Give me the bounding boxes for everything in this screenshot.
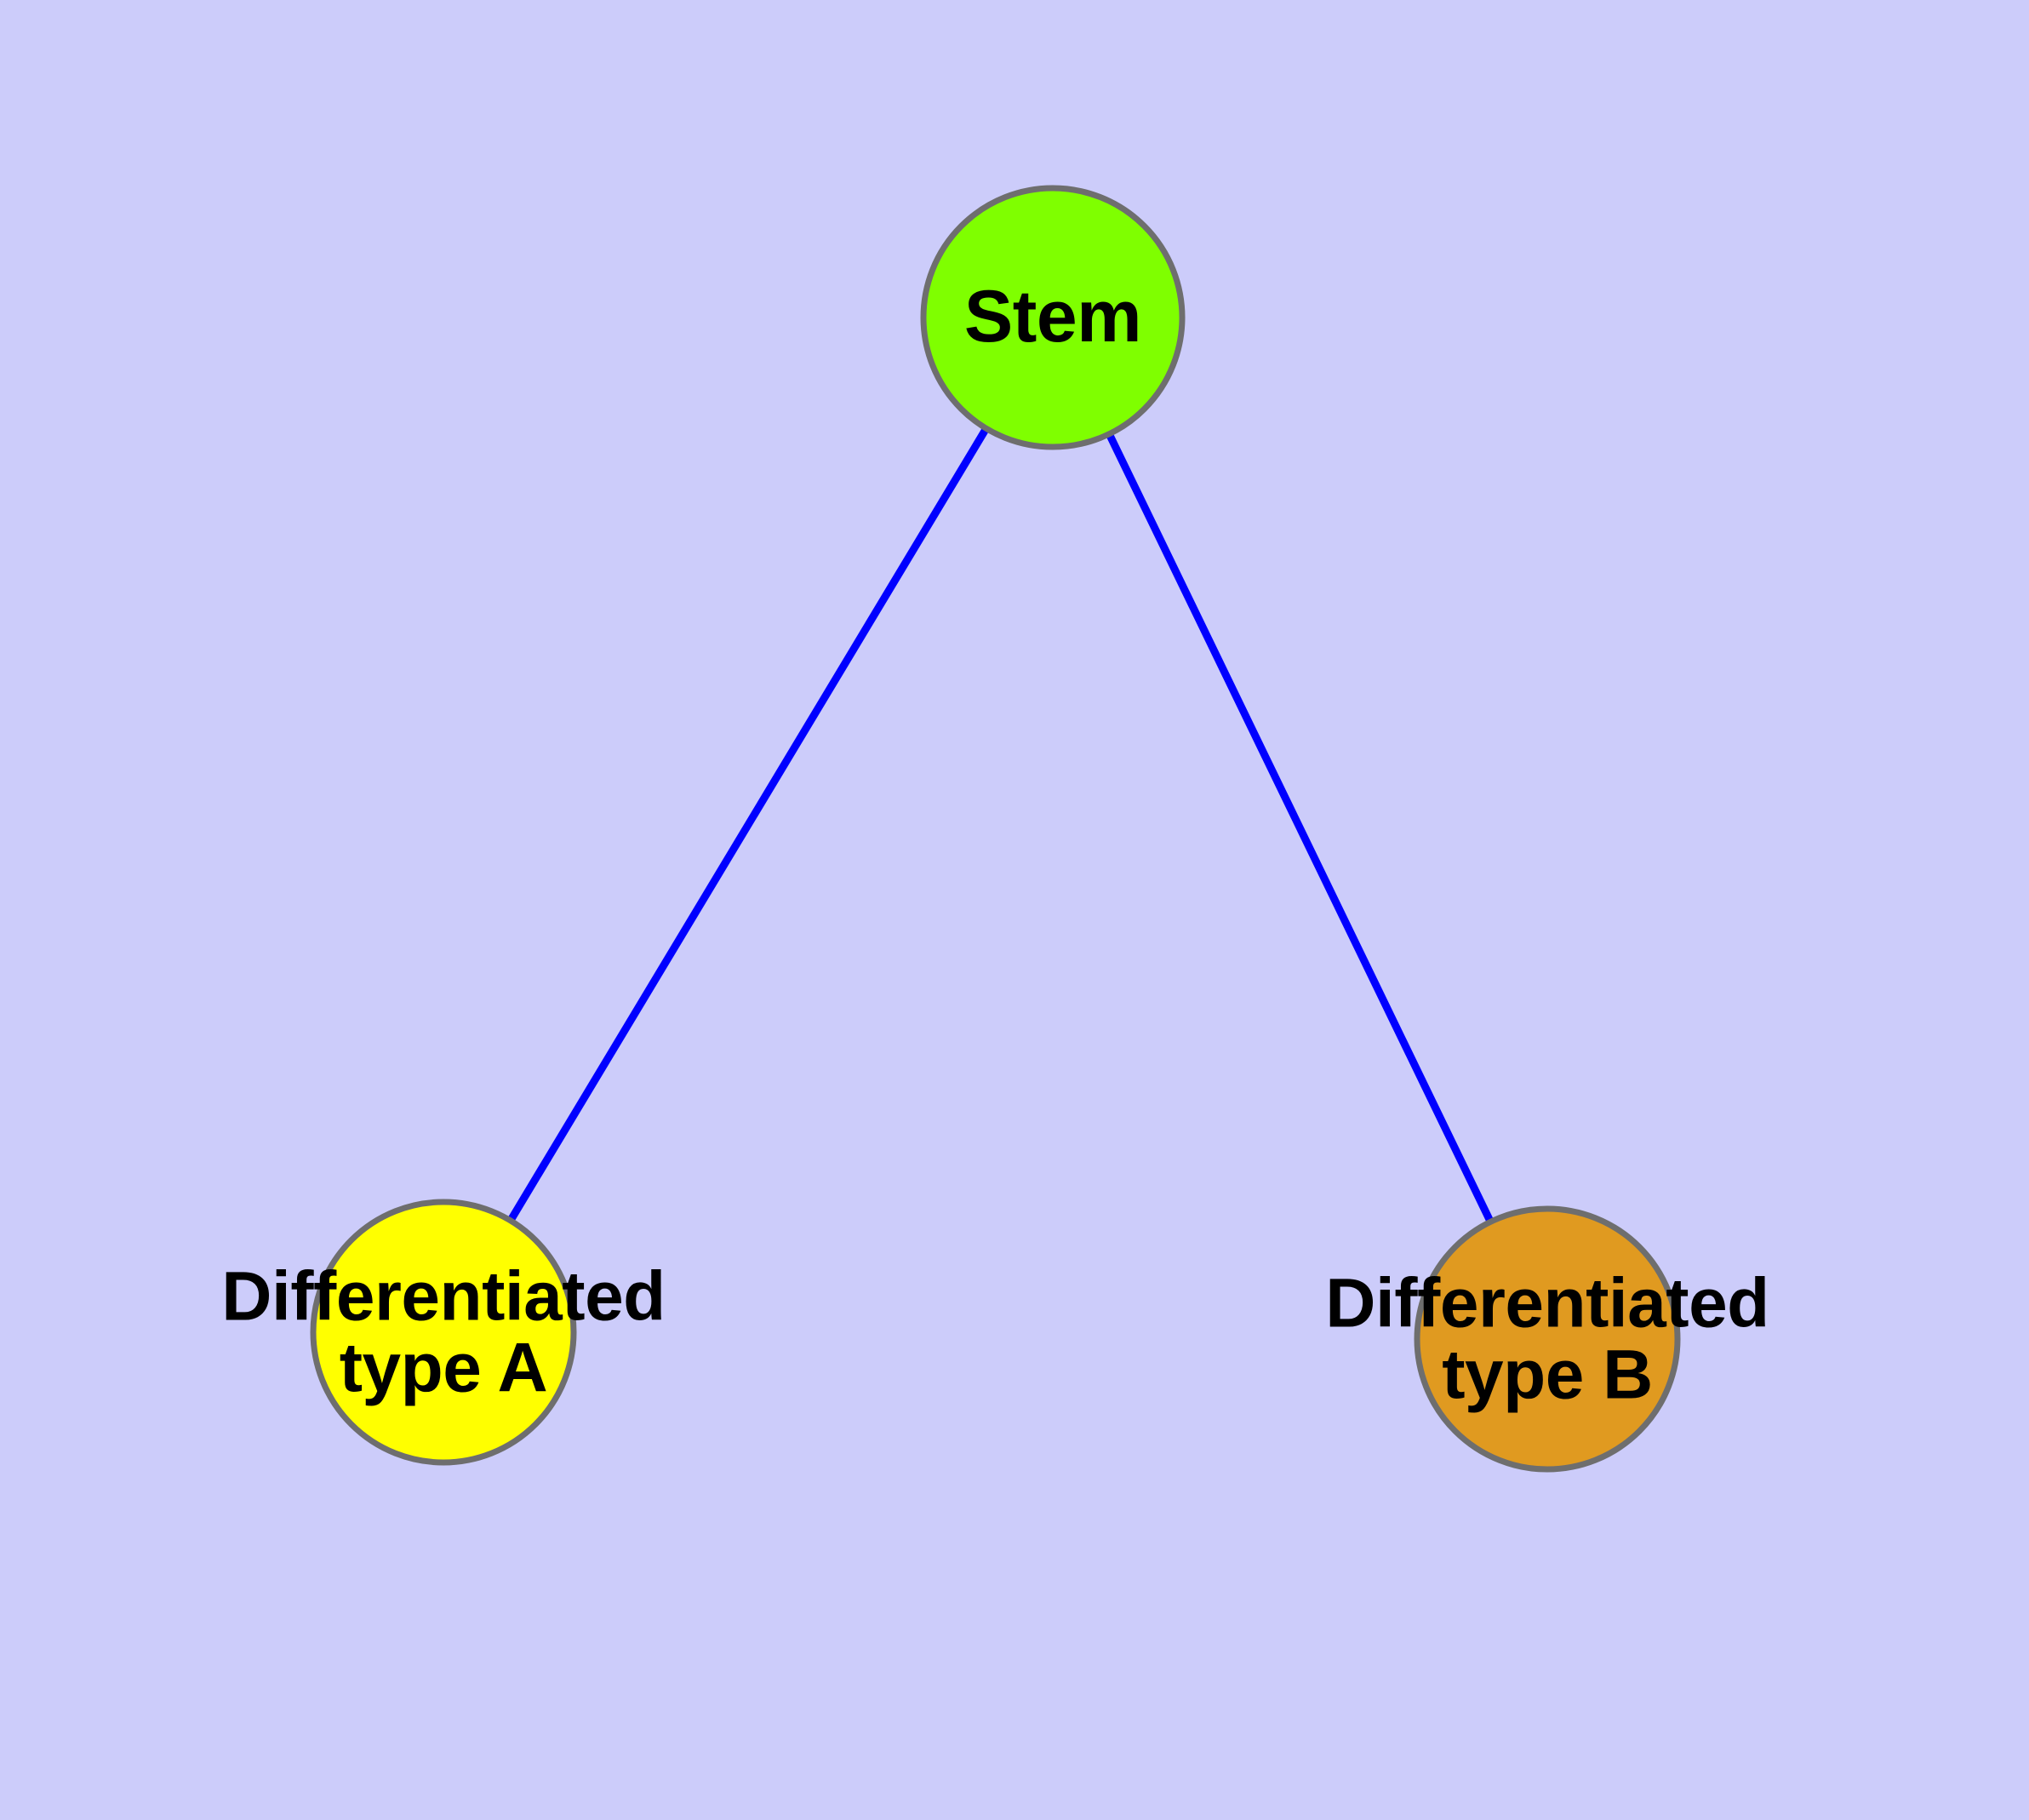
graph-node-diff_a[interactable] <box>310 1199 577 1466</box>
edge-layer <box>505 423 1496 1227</box>
graph-edge[interactable] <box>1104 429 1496 1227</box>
graph-node-diff_b[interactable] <box>1414 1205 1681 1473</box>
node-layer <box>310 185 1681 1473</box>
graph-edge[interactable] <box>505 423 992 1226</box>
graph-node-stem[interactable] <box>920 185 1186 450</box>
